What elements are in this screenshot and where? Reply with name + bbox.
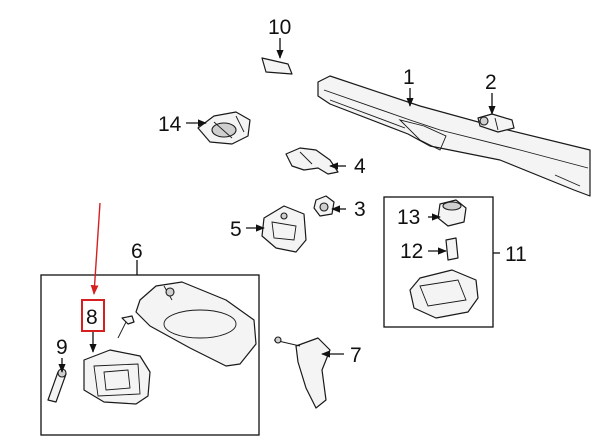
- group-11-box: [383, 196, 500, 328]
- highlight-box: [81, 299, 105, 332]
- part-10-pad: [261, 57, 293, 75]
- part-9-pin: [47, 368, 67, 403]
- callout-11: 11: [505, 243, 527, 266]
- part-14-bracket: [197, 111, 251, 145]
- part-1-header-rail: [317, 75, 591, 197]
- part-5-block: [261, 205, 307, 253]
- part-4-hook-clip: [285, 147, 339, 175]
- screw: [117, 315, 135, 339]
- part-7-arm: [273, 336, 331, 409]
- callout-6: 6: [131, 240, 143, 263]
- part-3-cap: [313, 195, 335, 217]
- callout-10: 10: [268, 16, 291, 39]
- highlight-arrow: [90, 202, 101, 295]
- callout-13: 13: [397, 206, 420, 229]
- callout-4: 4: [354, 155, 366, 178]
- callout-5: 5: [230, 218, 242, 241]
- callout-2: 2: [485, 71, 497, 94]
- callout-8: 8: [86, 306, 98, 329]
- part-8-mirror-cover: [83, 349, 151, 405]
- lamp-housing: [409, 269, 479, 319]
- part-13-socket: [437, 199, 467, 227]
- group-6-box: [40, 260, 260, 436]
- part-6-sunvisor: [135, 281, 257, 367]
- callout-14: 14: [158, 113, 182, 136]
- callout-9: 9: [56, 336, 68, 359]
- callout-12: 12: [400, 240, 423, 263]
- part-12-bulb: [445, 237, 459, 261]
- callout-7: 7: [350, 344, 362, 367]
- callout-1: 1: [403, 66, 415, 89]
- part-2-clip: [477, 113, 515, 133]
- callout-3: 3: [354, 198, 366, 221]
